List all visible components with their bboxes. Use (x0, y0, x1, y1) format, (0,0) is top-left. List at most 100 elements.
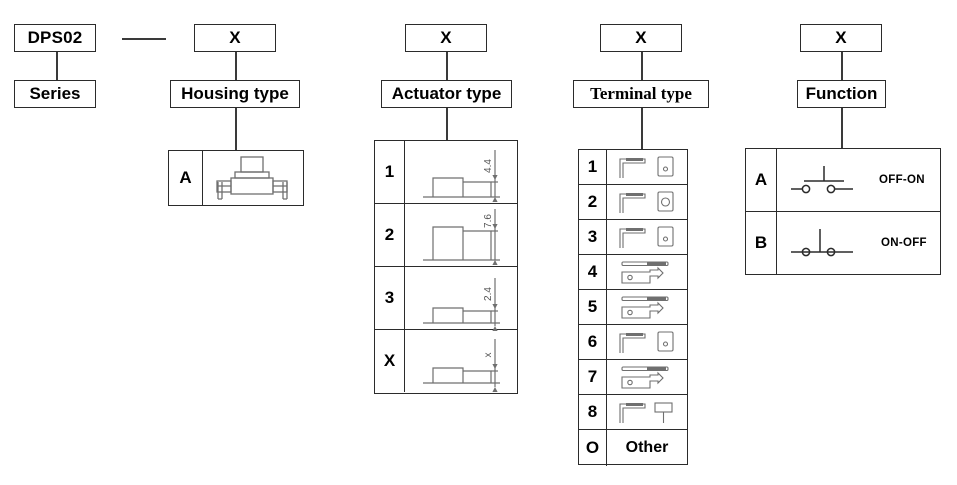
terminal-row-drawing-cell (607, 395, 687, 429)
label-box-function-text: Function (805, 84, 878, 103)
table-row: 4 (579, 255, 687, 290)
label-box-housing: Housing type (170, 80, 300, 108)
code-box-terminal-text: X (635, 28, 647, 47)
normally-closed-switch-icon (783, 221, 865, 265)
table-row: 8 (579, 395, 687, 430)
code-box-function-text: X (835, 28, 847, 47)
actuator-dimension-label: x (483, 352, 494, 357)
table-row: A OFF-ON (746, 149, 940, 212)
dash-separator (122, 38, 166, 40)
actuator-row-key: 1 (375, 141, 405, 203)
table-row: 6 (579, 325, 687, 360)
actuator-dimension-label: 4.4 (483, 158, 494, 172)
actuator-row-drawing-cell: x (405, 330, 517, 392)
function-row-label: ON-OFF (881, 237, 927, 249)
function-table: A OFF-ON (745, 148, 941, 275)
table-row: 7 (579, 360, 687, 395)
actuator-row-key: 3 (375, 267, 405, 329)
actuator-type-table: 1 4.4 (374, 140, 518, 394)
table-row: 3 2.4 (375, 267, 517, 331)
label-box-actuator: Actuator type (381, 80, 512, 108)
connector-actuator-bottom (446, 108, 448, 140)
normally-open-switch-icon (783, 158, 865, 202)
flat-lug-terminal-icon (614, 257, 680, 287)
switch-side-view-icon (205, 155, 301, 201)
function-row-key: A (746, 149, 777, 211)
actuator-dimension-label: 7.6 (483, 213, 494, 227)
terminal-row-other-text: Other (625, 439, 669, 456)
table-row: O Other (579, 430, 687, 466)
connector-housing-top (235, 52, 237, 80)
actuator-row-drawing-cell: 7.6 (405, 204, 517, 266)
label-box-housing-text: Housing type (181, 84, 289, 103)
label-box-terminal: Terminal type (573, 80, 709, 108)
table-row: A (169, 151, 303, 205)
flat-lug-terminal-icon (614, 362, 680, 392)
actuator-row-drawing-cell: 4.4 (405, 141, 517, 203)
label-box-terminal-text: Terminal type (590, 84, 692, 103)
terminal-row-key: 4 (579, 255, 607, 289)
label-box-series-text: Series (29, 84, 81, 103)
terminal-row-key: O (579, 430, 607, 466)
actuator-profile-icon: 2.4 (405, 268, 515, 331)
connector-actuator-top (446, 52, 448, 80)
bent-pin-and-pad-icon (614, 327, 680, 357)
actuator-row-drawing-cell: 2.4 (405, 267, 517, 331)
table-row: 3 (579, 220, 687, 255)
bent-pin-and-pad-large-hole-icon (614, 187, 680, 217)
function-row-key: B (746, 212, 777, 274)
actuator-profile-icon: x (405, 331, 515, 392)
actuator-dimension-label: 2.4 (483, 286, 494, 300)
housing-type-table: A (168, 150, 304, 206)
terminal-row-key: 2 (579, 185, 607, 219)
terminal-row-key: 3 (579, 220, 607, 254)
function-row-content: OFF-ON (777, 149, 940, 211)
table-row: 5 (579, 290, 687, 325)
table-row: 2 7.6 (375, 204, 517, 267)
table-row: 1 4.4 (375, 141, 517, 204)
table-row: 1 (579, 150, 687, 185)
table-row: X x (375, 330, 517, 392)
terminal-row-drawing-cell (607, 150, 687, 184)
terminal-row-other-cell: Other (607, 430, 687, 466)
table-row: 2 (579, 185, 687, 220)
actuator-profile-icon: 4.4 (405, 142, 515, 203)
code-box-actuator: X (405, 24, 487, 52)
terminal-row-key: 7 (579, 360, 607, 394)
terminal-row-key: 8 (579, 395, 607, 429)
terminal-row-drawing-cell (607, 360, 687, 394)
label-box-function: Function (797, 80, 886, 108)
actuator-row-key: 2 (375, 204, 405, 266)
connector-terminal-bottom (641, 108, 643, 149)
connector-function-top (841, 52, 843, 80)
actuator-profile-icon: 7.6 (405, 205, 515, 266)
code-box-actuator-text: X (440, 28, 452, 47)
bent-pin-and-pad-icon (614, 152, 680, 182)
label-box-series: Series (14, 80, 96, 108)
housing-row-drawing-cell (203, 151, 303, 205)
bent-pin-and-tee-icon (614, 397, 680, 427)
terminal-row-drawing-cell (607, 325, 687, 359)
bent-pin-and-pad-icon (614, 222, 680, 252)
housing-row-key: A (169, 151, 203, 205)
terminal-type-table: 1 2 (578, 149, 688, 466)
terminal-row-drawing-cell (607, 185, 687, 219)
terminal-row-drawing-cell (607, 290, 687, 324)
code-box-series: DPS02 (14, 24, 96, 52)
code-box-terminal: X (600, 24, 682, 52)
flat-lug-terminal-icon (614, 292, 680, 322)
code-box-function: X (800, 24, 882, 52)
code-box-series-text: DPS02 (27, 28, 83, 47)
terminal-row-key: 6 (579, 325, 607, 359)
table-row: B ON-OFF (746, 212, 940, 274)
terminal-row-drawing-cell (607, 220, 687, 254)
connector-series (56, 52, 58, 80)
connector-terminal-top (641, 52, 643, 80)
label-box-actuator-text: Actuator type (391, 84, 502, 103)
terminal-row-drawing-cell (607, 255, 687, 289)
actuator-row-key: X (375, 330, 405, 392)
terminal-row-key: 5 (579, 290, 607, 324)
connector-housing-bottom (235, 108, 237, 150)
code-box-housing-text: X (229, 28, 241, 47)
